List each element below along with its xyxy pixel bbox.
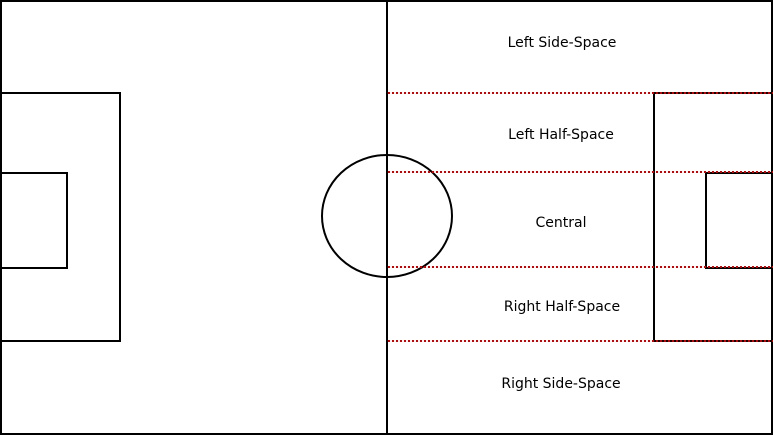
right-penalty-box [653,92,773,342]
zone-label-left-side-space: Left Side-Space [507,35,617,51]
right-goal-box [705,172,773,269]
left-goal-box [0,172,68,269]
center-circle [321,154,453,278]
zone-label-central: Central [535,215,587,231]
zone-label-right-side-space: Right Side-Space [501,376,621,392]
zone-label-left-half-space: Left Half-Space [508,127,614,143]
zone-label-right-half-space: Right Half-Space [503,299,621,315]
left-penalty-box [0,92,121,342]
